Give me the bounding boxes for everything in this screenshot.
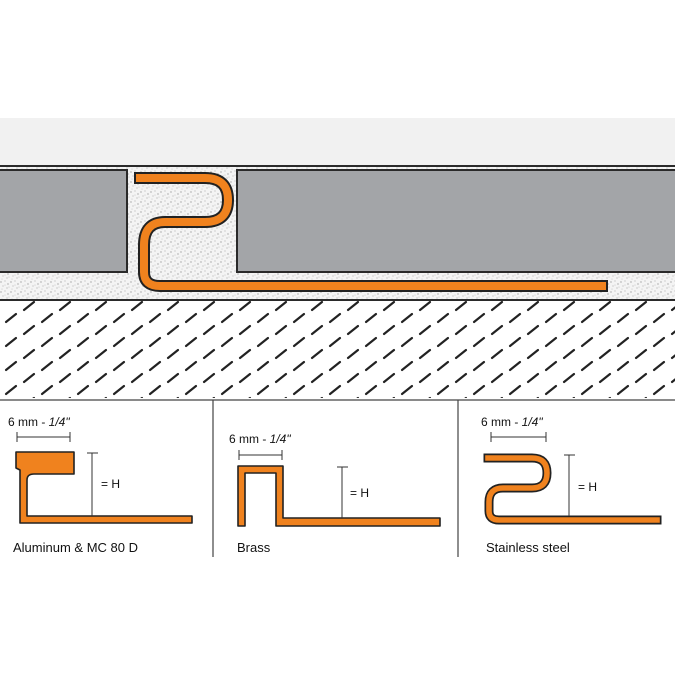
height-label: = H <box>101 477 120 491</box>
width-dimension-label: 6 mm - 1/4" <box>8 415 70 429</box>
main-profile-s-shape-fill <box>136 174 606 290</box>
brass-profile <box>237 465 441 527</box>
width-dimension-label: 6 mm - 1/4" <box>229 432 291 446</box>
stainless-profile <box>485 455 660 523</box>
substrate <box>0 301 675 398</box>
right-tile <box>236 169 675 273</box>
panel-brass: 6 mm - 1/4" = H Brass <box>229 432 441 555</box>
material-name: Brass <box>237 540 271 555</box>
left-tile <box>0 169 128 273</box>
panel-stainless-steel: 6 mm - 1/4" = H Stainless steel <box>481 415 662 555</box>
width-dimension-label: 6 mm - 1/4" <box>481 415 543 429</box>
material-name: Aluminum & MC 80 D <box>13 540 138 555</box>
panel-aluminum: 6 mm - 1/4" = H Aluminum & MC 80 D <box>8 415 193 555</box>
height-label: = H <box>350 486 369 500</box>
height-label: = H <box>578 480 597 494</box>
aluminum-profile <box>15 451 193 524</box>
top-band <box>0 118 675 166</box>
material-name: Stainless steel <box>486 540 570 555</box>
